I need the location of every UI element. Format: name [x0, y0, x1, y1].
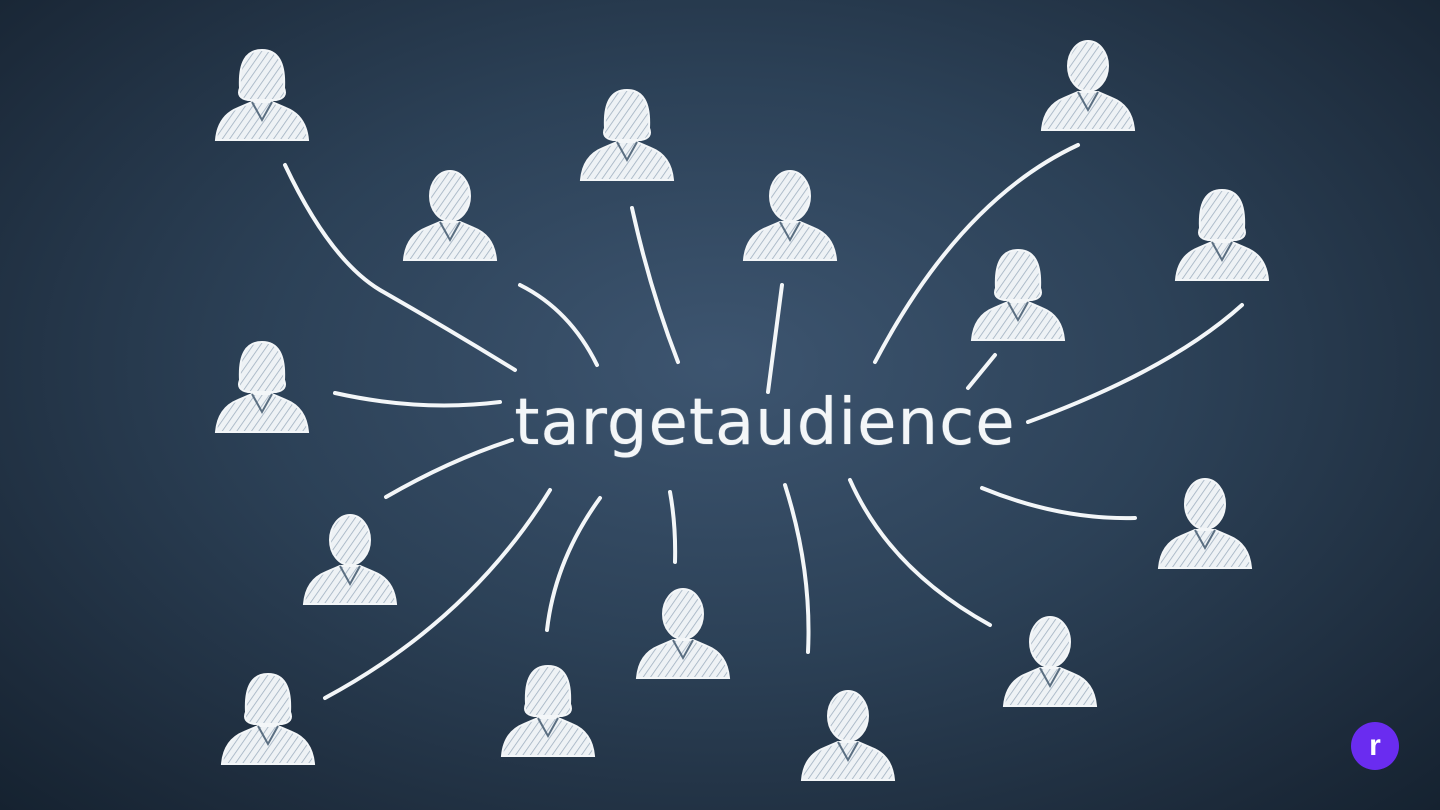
brand-logo-badge: r — [1351, 722, 1399, 770]
title-word-target: target — [514, 386, 715, 460]
connector-lines — [283, 143, 1244, 700]
brand-logo-letter: r — [1369, 729, 1381, 762]
target-audience-title: target audience — [514, 378, 1014, 468]
title-word-audience: audience — [714, 386, 1016, 460]
